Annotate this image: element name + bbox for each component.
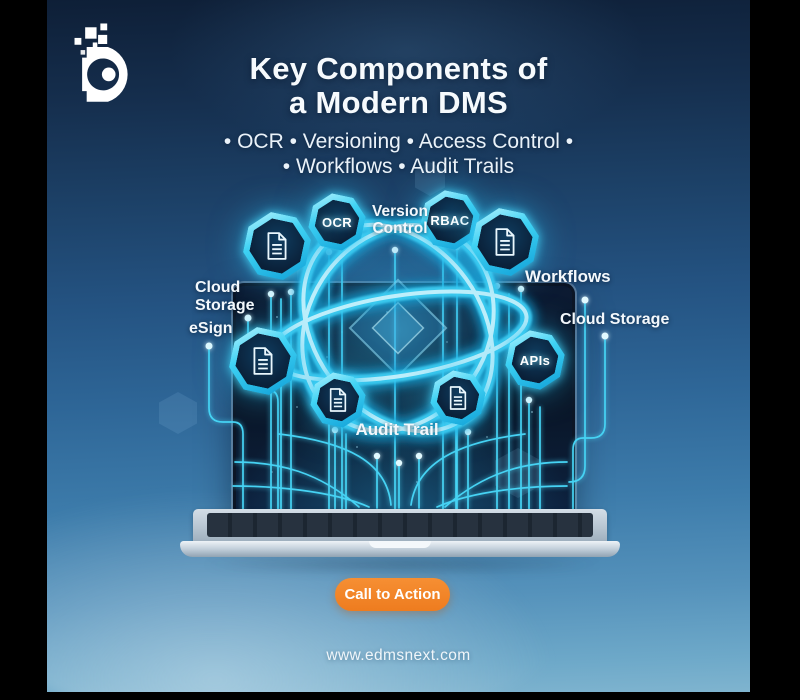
- label-version-control-line2: Control: [372, 220, 428, 238]
- badge-ocr-label: OCR: [321, 214, 353, 230]
- page-title: Key Components of a Modern DMS: [47, 52, 750, 120]
- page-subtitle-line1: • OCR • Versioning • Access Control •: [223, 130, 574, 153]
- brand-logo: [74, 23, 128, 102]
- label-cloud-storage-left: Cloud Storage: [195, 279, 255, 314]
- label-version-control-line1: Version: [372, 203, 428, 220]
- letterbox-right: [750, 0, 800, 700]
- badge-document-bottom-right: [432, 372, 484, 424]
- label-cloud-storage-left-line2: Storage: [195, 296, 255, 314]
- document-icon: [449, 386, 467, 410]
- laptop-base-deck: [193, 509, 607, 543]
- label-cloud-storage-left-line1: Cloud: [195, 279, 241, 296]
- hexagon-decor: [159, 392, 197, 434]
- cta-button[interactable]: Call to Action: [335, 578, 450, 611]
- label-esign: eSign: [189, 320, 233, 337]
- badge-document-mid-left: [231, 329, 295, 393]
- page-title-line1: Key Components of: [249, 51, 548, 86]
- label-audit-trail: Audit Trail: [355, 420, 439, 439]
- page-subtitle-line2: • Workflows • Audit Trails: [282, 155, 515, 178]
- website-url: www.edmsnext.com: [326, 647, 471, 664]
- document-icon: [253, 347, 273, 375]
- laptop-keyboard: [207, 513, 593, 537]
- poster-canvas: Key Components of a Modern DMS • OCR • V…: [47, 0, 750, 692]
- badge-document-top-right: [473, 210, 537, 274]
- hexagon-decor: [415, 162, 445, 196]
- document-icon: [267, 232, 287, 260]
- label-workflows: Workflows: [525, 267, 611, 286]
- badge-apis-label: APIs: [519, 352, 551, 368]
- laptop-shadow: [197, 557, 607, 573]
- document-icon: [495, 228, 515, 256]
- badge-document-top-left: [245, 214, 309, 278]
- document-icon: [329, 388, 347, 412]
- badge-apis: APIs: [507, 332, 563, 388]
- label-version-control: Version Control: [355, 203, 445, 237]
- label-cloud-storage-right: Cloud Storage: [560, 311, 670, 328]
- letterbox-bottom: [0, 692, 800, 700]
- badge-document-bottom-left: [312, 374, 364, 426]
- page-title-line2: a Modern DMS: [289, 85, 508, 120]
- laptop-base-slab: [180, 541, 620, 557]
- letterbox-left: [0, 0, 47, 700]
- laptop-lid-notch: [369, 541, 431, 548]
- page-subtitle: • OCR • Versioning • Access Control • • …: [47, 129, 750, 179]
